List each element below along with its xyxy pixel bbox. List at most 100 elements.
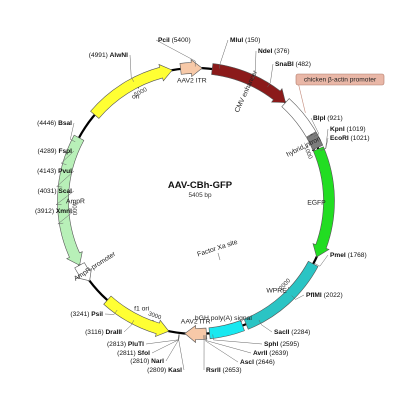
site-pos: 376 bbox=[276, 48, 287, 55]
site-pos-close: ) bbox=[54, 120, 58, 127]
site-name: SphI bbox=[264, 341, 278, 348]
site-pos: 2595 bbox=[282, 341, 297, 348]
site-pmei[interactable]: PmeI (1768) bbox=[314, 252, 367, 267]
site-pos-close: ) bbox=[54, 148, 58, 155]
site-leader bbox=[258, 319, 273, 333]
site-leader bbox=[212, 334, 263, 345]
site-pos-open: ( bbox=[170, 37, 175, 44]
site-pos-open: ( bbox=[346, 252, 351, 259]
feature-bgh-polya[interactable] bbox=[208, 320, 245, 340]
site-avrii[interactable]: AvrII (2639) bbox=[205, 335, 288, 357]
feature-aav2-itr-right[interactable] bbox=[184, 324, 208, 344]
site-asci[interactable]: AscI (2646) bbox=[204, 335, 275, 366]
site-alwni[interactable]: (4991) AlwNI bbox=[89, 52, 134, 82]
site-name: PmeI bbox=[330, 252, 346, 259]
site-pflmi[interactable]: PflMI (2022) bbox=[291, 292, 343, 300]
site-ndei[interactable]: NdeI (376) bbox=[252, 48, 290, 80]
site-leader bbox=[60, 150, 75, 165]
site-label: SphI (2595) bbox=[264, 341, 299, 348]
site-pos: 1768 bbox=[350, 252, 365, 259]
site-pos: 4289 bbox=[40, 148, 55, 155]
feature-hybrid-intron[interactable] bbox=[306, 131, 324, 151]
site-pos-close: ) bbox=[188, 37, 190, 44]
site-pos-close: ) bbox=[363, 126, 365, 133]
tick-label: 5000 bbox=[134, 87, 149, 99]
site-pos-open: ( bbox=[221, 367, 226, 374]
site-draiii[interactable]: (3116) DraIII bbox=[85, 320, 135, 336]
site-pos-open: ( bbox=[38, 148, 41, 155]
site-sfoi[interactable]: (2811) SfoI bbox=[117, 334, 180, 357]
site-pos-open: ( bbox=[130, 358, 133, 365]
feature-ori[interactable] bbox=[90, 63, 173, 119]
plasmid-size: 5405 bp bbox=[188, 192, 212, 199]
site-pos: 2284 bbox=[293, 329, 308, 336]
site-name: PsiI bbox=[91, 311, 103, 318]
site-leader bbox=[252, 50, 257, 80]
site-psii[interactable]: (3241) PsiI bbox=[70, 309, 118, 318]
site-name: KpnI bbox=[330, 126, 345, 133]
site-pos-close: ) bbox=[134, 350, 138, 357]
site-pos-open: ( bbox=[70, 311, 73, 318]
site-pos: 3116 bbox=[87, 329, 102, 336]
feature-f1-ori[interactable] bbox=[103, 295, 170, 338]
feature-label-ori: ori bbox=[132, 93, 140, 100]
site-label: AscI (2646) bbox=[240, 359, 275, 366]
feature-aav2-itr-left[interactable] bbox=[179, 58, 203, 78]
site-pos: 482 bbox=[298, 61, 309, 68]
site-leader bbox=[56, 170, 75, 188]
site-rsrii[interactable]: RsrII (2653) bbox=[203, 335, 242, 374]
site-pos-open: ( bbox=[37, 120, 40, 127]
site-name: XmnI bbox=[56, 208, 72, 215]
feature-chicken-beta-actin-promoter[interactable] bbox=[281, 98, 317, 138]
site-bsai[interactable]: (4446) BsaI bbox=[37, 120, 76, 142]
site-label: (4143) PvuI bbox=[37, 168, 72, 175]
site-fspi[interactable]: (4289) FspI bbox=[38, 148, 75, 165]
site-leader bbox=[219, 39, 229, 69]
site-pvui[interactable]: (4143) PvuI bbox=[37, 168, 75, 188]
feature-label-wpre: WPRE bbox=[266, 287, 287, 294]
site-label: (2810) NarI bbox=[130, 358, 164, 365]
site-leader bbox=[314, 254, 329, 267]
site-sphi[interactable]: SphI (2595) bbox=[212, 334, 299, 348]
inner-label-factor-xa-site: Factor Xa site bbox=[197, 239, 239, 259]
site-sacii[interactable]: SacII (2284) bbox=[258, 319, 310, 336]
feature-egfp[interactable] bbox=[312, 146, 335, 258]
site-name: EcoRI bbox=[330, 135, 349, 142]
site-pos-close: ) bbox=[364, 252, 366, 259]
site-name: AscI bbox=[240, 359, 254, 366]
site-snabi[interactable]: SnaBI (482) bbox=[267, 61, 311, 88]
center-title-group: AAV-CBh-GFP 5405 bp bbox=[168, 180, 233, 199]
site-pos-open: ( bbox=[345, 126, 350, 133]
inner-labels: Factor Xa site bbox=[197, 239, 239, 261]
site-name: SacII bbox=[274, 329, 290, 336]
site-name: NdeI bbox=[258, 48, 272, 55]
site-name: NarI bbox=[151, 358, 164, 365]
feature-wpre[interactable] bbox=[243, 260, 319, 330]
site-pos-close: ) bbox=[309, 61, 311, 68]
site-name: BlpI bbox=[313, 115, 326, 122]
site-name: KasI bbox=[168, 367, 182, 374]
site-scai[interactable]: (4031) ScaI bbox=[38, 188, 75, 205]
callout-leader bbox=[297, 81, 306, 113]
site-pcii[interactable]: PciI (5400) bbox=[155, 37, 196, 67]
site-pos-close: ) bbox=[106, 52, 110, 59]
site-pos-close: ) bbox=[164, 367, 168, 374]
feature-label-egfp: EGFP bbox=[307, 200, 326, 207]
site-pos-close: ) bbox=[286, 350, 288, 357]
site-name: SnaBI bbox=[275, 61, 294, 68]
site-plutI[interactable]: (2813) PluTI bbox=[107, 334, 180, 348]
site-ecori[interactable]: EcoRI (1021) bbox=[320, 135, 370, 151]
site-label: NdeI (376) bbox=[258, 48, 290, 55]
feature-label-chicken-beta-actin-promoter: chicken β-actin promoter bbox=[304, 76, 377, 83]
site-xmni[interactable]: (3912) XmnI bbox=[35, 208, 75, 225]
site-pos-close: ) bbox=[54, 168, 58, 175]
site-pos-close: ) bbox=[308, 329, 310, 336]
site-pos-open: ( bbox=[254, 359, 259, 366]
feature-ampr[interactable] bbox=[57, 134, 85, 266]
site-label: KpnI (1019) bbox=[330, 126, 366, 133]
site-label: MluI (150) bbox=[230, 37, 260, 44]
feature-cmv-enhancer[interactable] bbox=[211, 63, 286, 103]
site-pos-open: ( bbox=[289, 329, 294, 336]
site-blpi[interactable]: BlpI (921) bbox=[310, 115, 343, 137]
site-mlui[interactable]: MluI (150) bbox=[219, 37, 260, 69]
